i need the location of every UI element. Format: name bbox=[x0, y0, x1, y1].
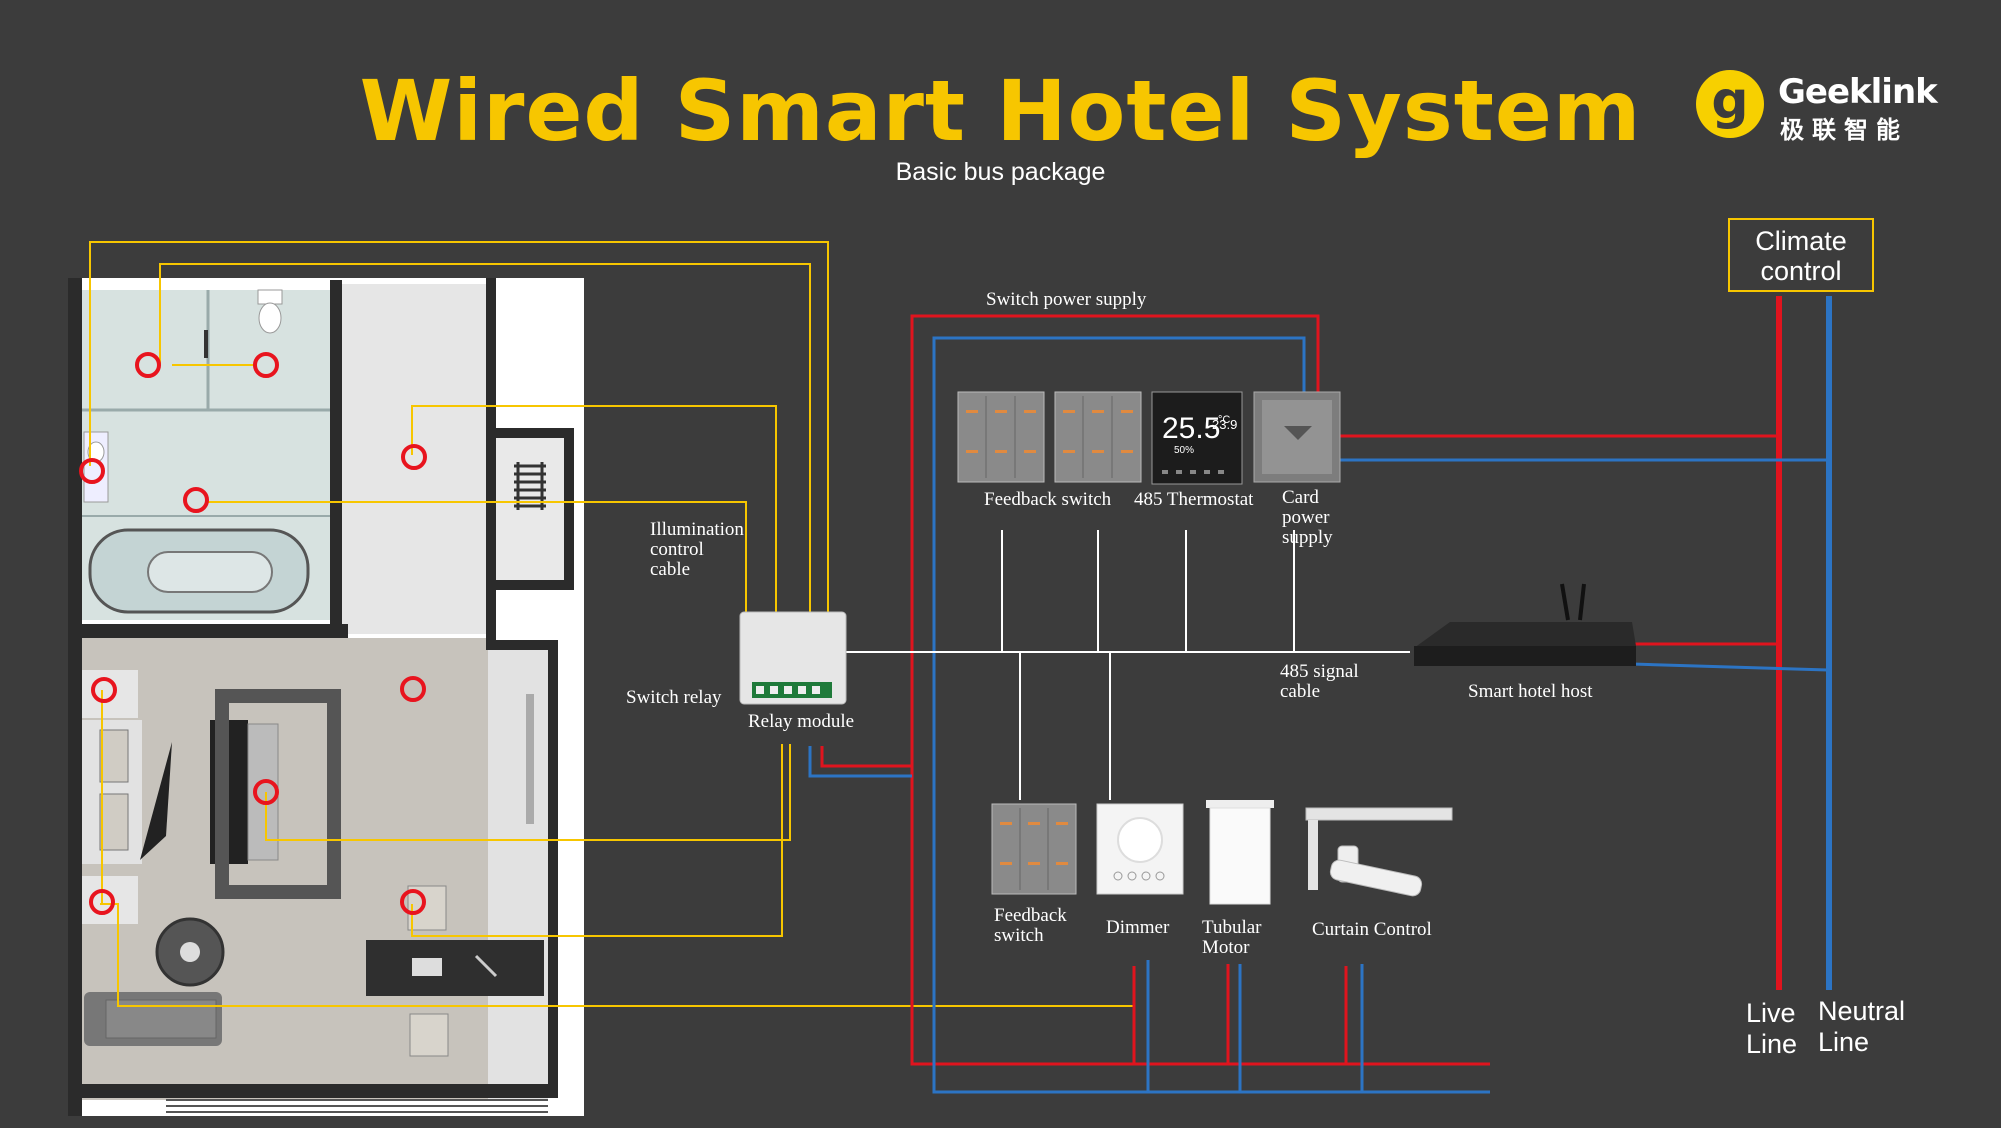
smart-host-icon bbox=[1414, 583, 1636, 666]
card-power-icon bbox=[1253, 391, 1341, 483]
page-subtitle: Basic bus package bbox=[895, 158, 1106, 186]
live-line-label: Live Line bbox=[1746, 998, 1798, 1059]
dimmer-label: Dimmer bbox=[1106, 917, 1170, 938]
signal-cable-label: 485 signal cable bbox=[1280, 661, 1359, 702]
thermostat-set: 23.9 bbox=[1212, 417, 1238, 432]
485-signal-bus bbox=[846, 530, 1410, 800]
light-point-markers bbox=[79, 352, 427, 915]
neutral-power-lines bbox=[808, 336, 1829, 1094]
thermostat-humidity: 50% bbox=[1174, 445, 1195, 456]
thermostat-label: 485 Thermostat bbox=[1134, 489, 1254, 510]
dimmer-icon bbox=[1096, 803, 1184, 895]
geeklink-logo: g Geeklink 极联智能 bbox=[1696, 70, 1938, 144]
thermostat-unit: °C bbox=[1218, 414, 1231, 426]
card-power-label: Card power supply bbox=[1282, 487, 1333, 548]
logo-mark-icon: g bbox=[1696, 70, 1764, 138]
feedback-switch-panel-icon-bottom bbox=[991, 803, 1077, 895]
thermostat-icon bbox=[1151, 391, 1243, 485]
switch-relay-label: Switch relay bbox=[626, 687, 722, 708]
page-title: Wired Smart Hotel System bbox=[359, 62, 1642, 160]
neutral-line-label: Neutral Line bbox=[1818, 996, 1906, 1057]
relay-module-icon bbox=[739, 611, 847, 705]
feedback-switch-bottom-label: Feedback switch bbox=[994, 905, 1067, 946]
feedback-switch-panel-icon bbox=[957, 391, 1142, 483]
live-power-lines bbox=[820, 314, 1778, 1066]
climate-control-line2: control bbox=[1760, 256, 1842, 286]
smart-host-label: Smart hotel host bbox=[1468, 681, 1593, 702]
logo-name: Geeklink bbox=[1778, 72, 1938, 112]
logo-chinese: 极联智能 bbox=[1780, 117, 1908, 144]
illumination-control-cables bbox=[89, 241, 1135, 1007]
relay-module-label: Relay module bbox=[748, 711, 855, 732]
switch-power-supply-label: Switch power supply bbox=[986, 289, 1147, 310]
curtain-motor-icon bbox=[1305, 807, 1453, 897]
illumination-cable-label: Illumination control cable bbox=[650, 519, 744, 580]
climate-control-box: Climate control bbox=[1728, 218, 1874, 292]
curtain-control-label: Curtain Control bbox=[1312, 919, 1432, 940]
floor-plan-icon bbox=[68, 278, 584, 1116]
climate-control-line1: Climate bbox=[1755, 226, 1847, 256]
feedback-switch-top-label: Feedback switch bbox=[984, 489, 1112, 510]
thermostat-temp: 25.5 bbox=[1162, 412, 1221, 445]
tubular-motor-icon bbox=[1206, 800, 1274, 905]
tubular-motor-label: Tubular Motor bbox=[1202, 917, 1262, 958]
